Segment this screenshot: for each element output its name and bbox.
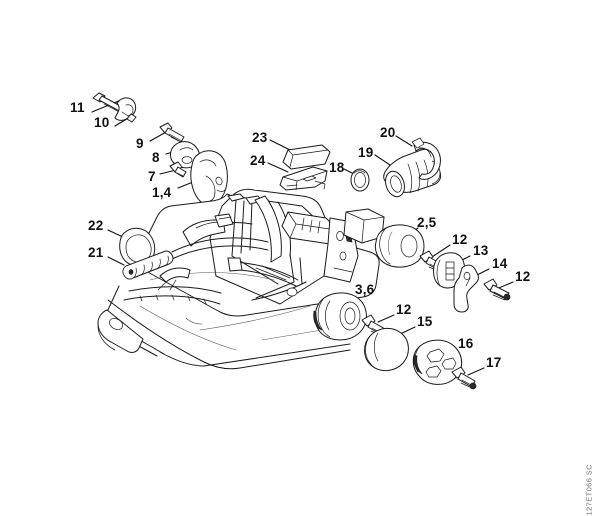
part-21-spring-pin (122, 250, 174, 280)
callout-label-12b: 12 (515, 269, 531, 284)
callout-label-7: 7 (148, 169, 156, 184)
part-7-screw (169, 161, 187, 178)
callout-label-13: 13 (473, 243, 489, 258)
callout-label-3-6: 3,6 (355, 282, 375, 297)
main-tank-housing (97, 188, 385, 370)
part-2-5-annular-buffer (374, 224, 425, 268)
parts-diagram-canvas: .ln { fill:none; stroke:#1a1a1a; stroke-… (70, 92, 594, 516)
part-13-bracket (433, 252, 465, 289)
callout-label-16: 16 (458, 336, 474, 351)
callout-label-11: 11 (70, 100, 85, 115)
part-1-4-tank-cover (190, 150, 228, 205)
callout-label-10: 10 (94, 115, 110, 130)
part-12b-screw (483, 278, 511, 301)
part-19-intake-boot (383, 148, 442, 198)
callout-label-21: 21 (88, 245, 104, 260)
callout-label-24: 24 (250, 153, 266, 168)
callout-label-19: 19 (358, 145, 374, 160)
exploded-view-drawing: .ln { fill:none; stroke:#1a1a1a; stroke-… (91, 92, 514, 390)
callout-label-12a: 12 (452, 232, 468, 247)
part-3-6-annular-buffer (313, 292, 367, 341)
callout-label-2-5: 2,5 (417, 215, 437, 230)
callout-label-15: 15 (417, 314, 433, 329)
part-16-av-mount (412, 339, 463, 385)
callout-label-23: 23 (252, 130, 268, 145)
callout-label-22: 22 (88, 218, 104, 233)
part-15-buffer-cap (364, 328, 409, 371)
part-10-clamp-bracket (114, 97, 137, 123)
callout-label-17: 17 (486, 355, 502, 370)
callout-label-12c: 12 (396, 302, 412, 317)
callout-label-14: 14 (492, 256, 508, 271)
part-20-hose-clamp (411, 137, 441, 180)
callout-label-18: 18 (329, 160, 345, 175)
callout-label-9: 9 (136, 136, 144, 151)
part-18-sealing-ring (350, 168, 370, 192)
part-9-screw (159, 122, 185, 144)
part-24-retaining-plate (279, 166, 328, 191)
callout-label-8: 8 (152, 150, 160, 165)
callout-label-1-4: 1,4 (152, 185, 172, 200)
part-14-support-lug (453, 264, 479, 313)
part-23-pad (282, 144, 331, 170)
part-17-screw (451, 366, 477, 390)
callout-label-20: 20 (380, 125, 396, 140)
